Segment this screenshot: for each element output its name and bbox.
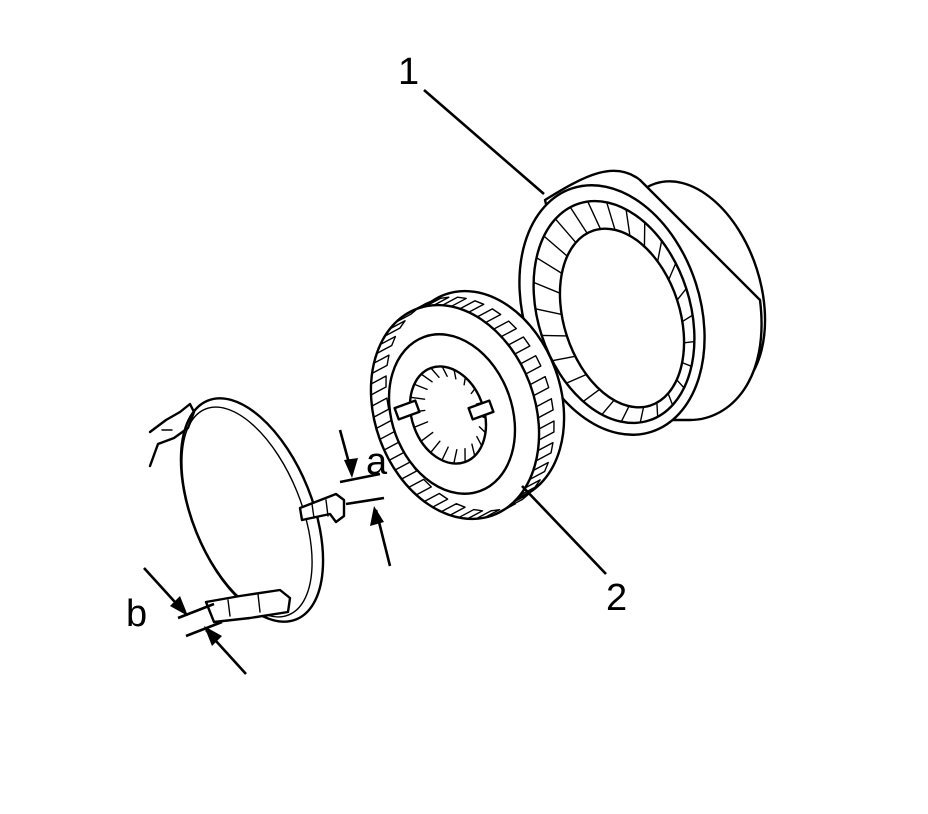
- callout-1: 1: [398, 51, 545, 195]
- dimension-b-arrow-top: [170, 596, 188, 616]
- callout-1-label: 1: [398, 51, 419, 93]
- dimension-b-extension-top: [177, 602, 215, 620]
- synchronizer-spring-ring: [148, 397, 346, 624]
- dimension-a-extension-top: [339, 472, 381, 484]
- dimension-a-arrow-top: [344, 458, 358, 478]
- dimension-b-extension-bottom: [185, 620, 223, 638]
- callout-2: 2: [521, 485, 627, 619]
- synchronizer-sleeve: [518, 169, 767, 436]
- dimension-a-arrow-bottom: [370, 506, 384, 526]
- callout-2-leader: [521, 485, 607, 575]
- dimension-a-indicator: a: [338, 429, 392, 567]
- dimension-a-extension-bottom: [345, 496, 385, 506]
- dimension-a-label: a: [366, 441, 388, 483]
- dimension-b-arrow-bottom: [204, 626, 222, 646]
- dimension-b-label: b: [126, 593, 147, 635]
- callout-2-label: 2: [606, 577, 627, 619]
- callout-1-leader: [423, 89, 545, 195]
- synchronizer-hub: [369, 289, 566, 521]
- dimension-b-indicator: b: [126, 567, 247, 675]
